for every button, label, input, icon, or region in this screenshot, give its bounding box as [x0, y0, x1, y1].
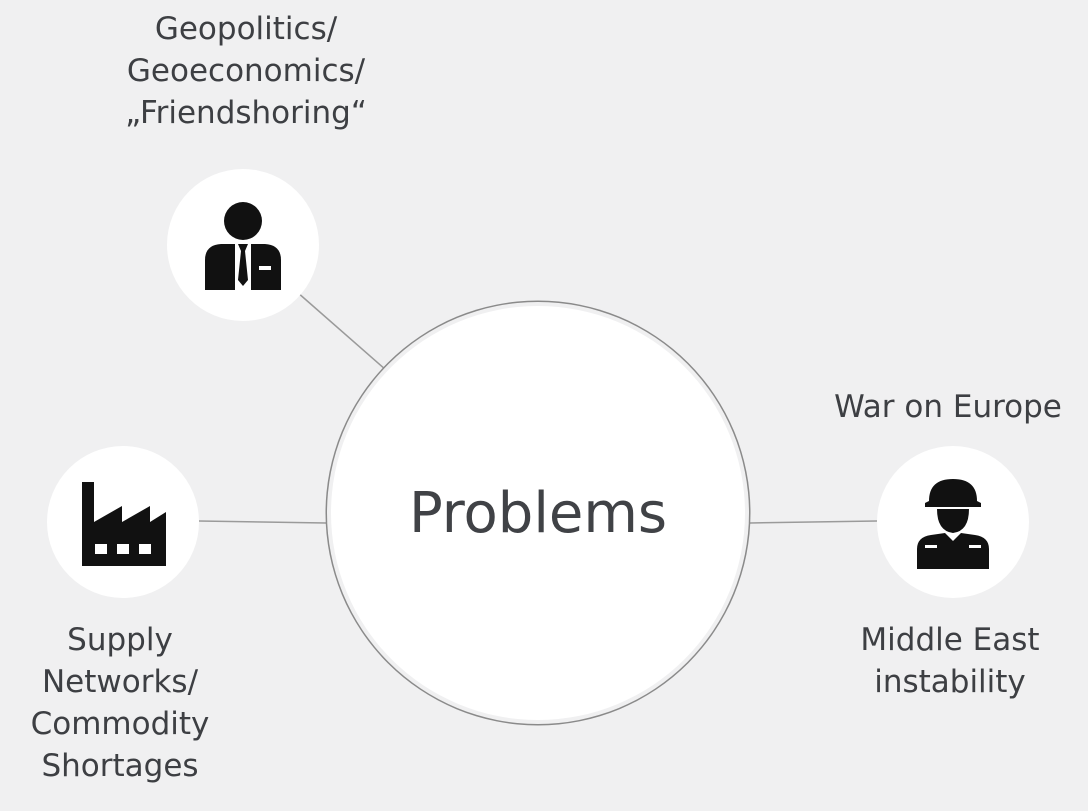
geopolitics-label: Geopolitics/ Geoeconomics/ „Friendshorin…: [86, 8, 406, 134]
geopolitics-label-line-2: Geoeconomics/: [126, 53, 366, 89]
war-node: [877, 446, 1029, 598]
supply-label-line-3: Commodity: [30, 706, 210, 742]
soldier-icon: [917, 479, 989, 569]
geopolitics-node: [167, 169, 319, 321]
connector-supply: [198, 520, 327, 524]
supply-node: [47, 446, 199, 598]
supply-label-line-1: Supply: [67, 622, 173, 658]
war-top-label: War on Europe: [808, 386, 1088, 428]
problems-circle: Problems: [331, 306, 745, 720]
connector-geopolitics: [296, 291, 387, 371]
war-label-line-2: instability: [874, 664, 1026, 700]
problems-label: Problems: [408, 480, 668, 546]
geopolitics-label-line-1: Geopolitics/: [154, 11, 338, 47]
supply-label-line-4: Shortages: [41, 748, 199, 784]
connector-war: [749, 520, 878, 524]
geopolitics-label-line-3: „Friendshoring“: [125, 95, 367, 131]
supply-label: Supply Networks/ Commodity Shortages: [0, 619, 260, 787]
war-label-line-1: Middle East: [860, 622, 1040, 658]
supply-label-line-2: Networks/: [41, 664, 199, 700]
war-bottom-label: Middle East instability: [800, 619, 1088, 703]
businessman-icon: [205, 202, 281, 290]
war-top-label-text: War on Europe: [834, 389, 1062, 425]
factory-icon: [82, 482, 166, 566]
